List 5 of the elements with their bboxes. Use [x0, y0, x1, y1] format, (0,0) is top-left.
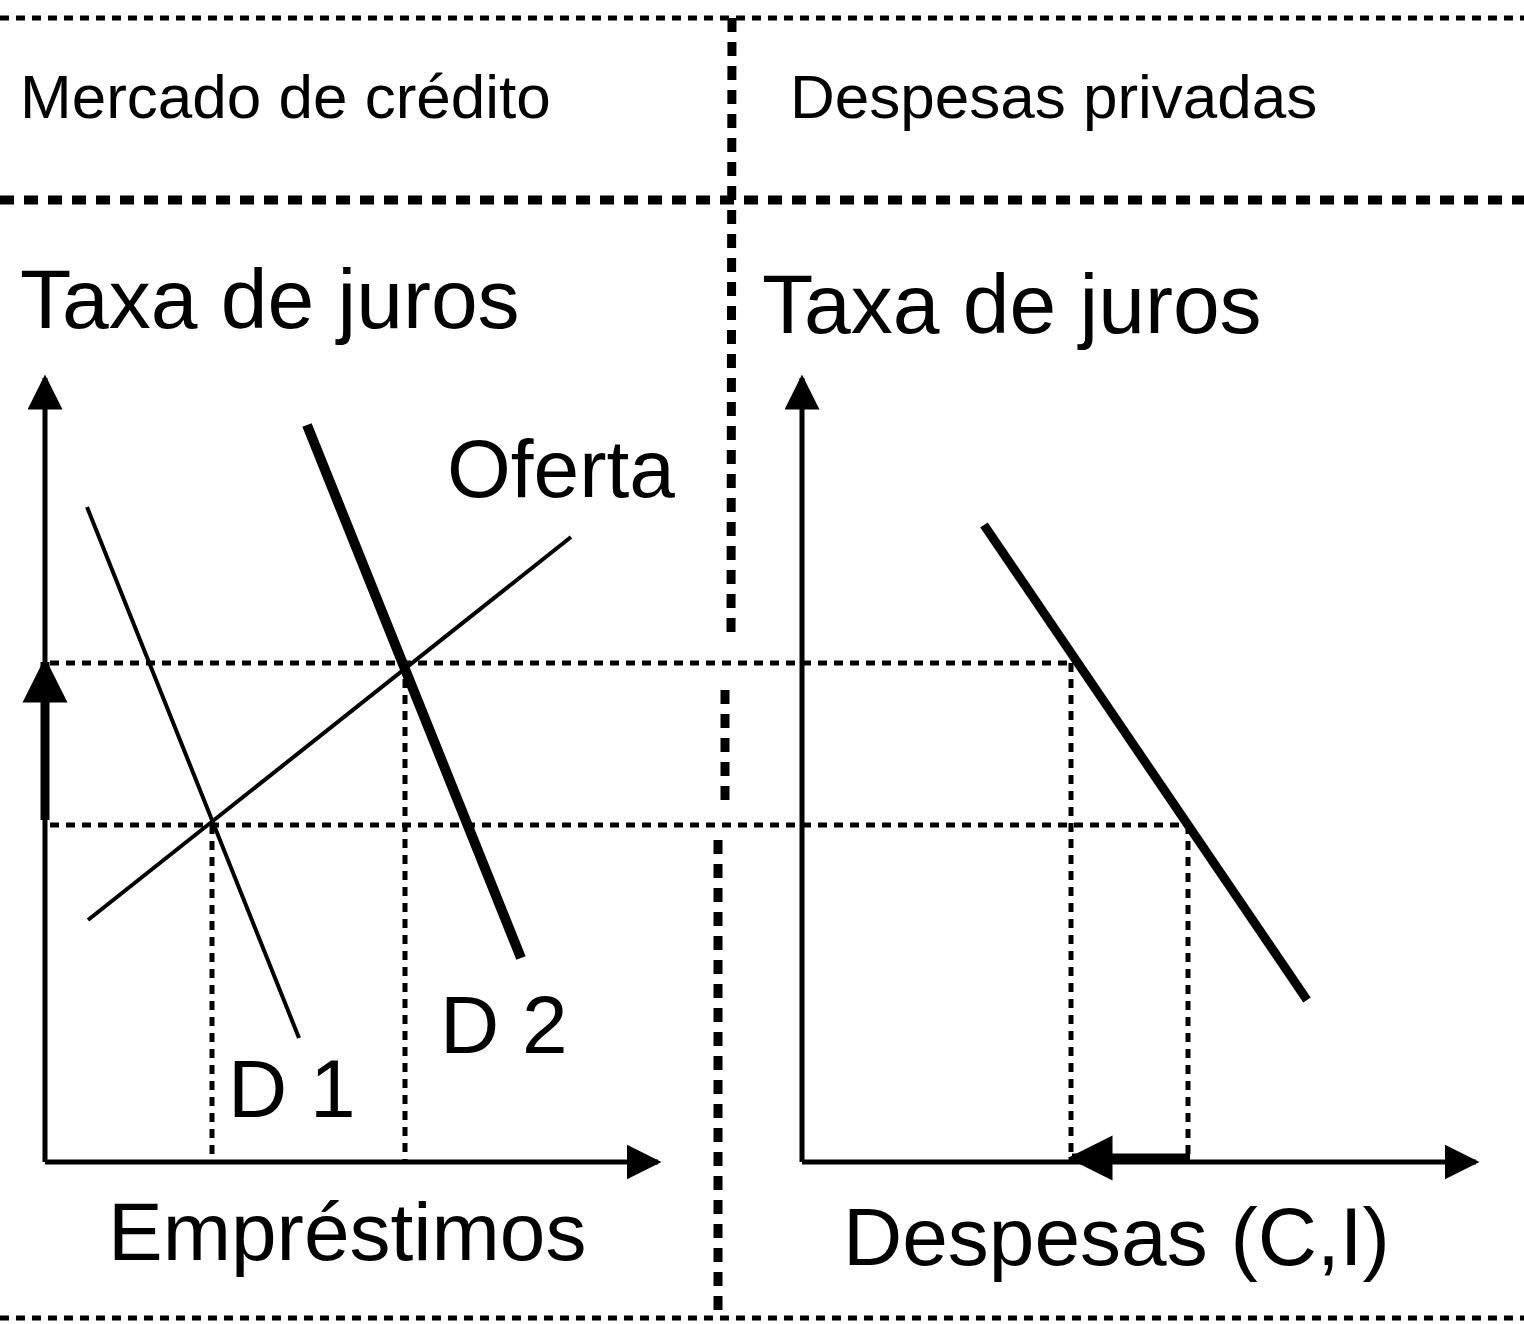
curve-label: D 1: [228, 1048, 356, 1131]
panel-heading: Mercado de crédito: [20, 66, 551, 129]
curve-label: D 2: [440, 984, 568, 1067]
panel-heading: Despesas privadas: [790, 66, 1318, 129]
curve-label: Oferta: [447, 428, 675, 511]
